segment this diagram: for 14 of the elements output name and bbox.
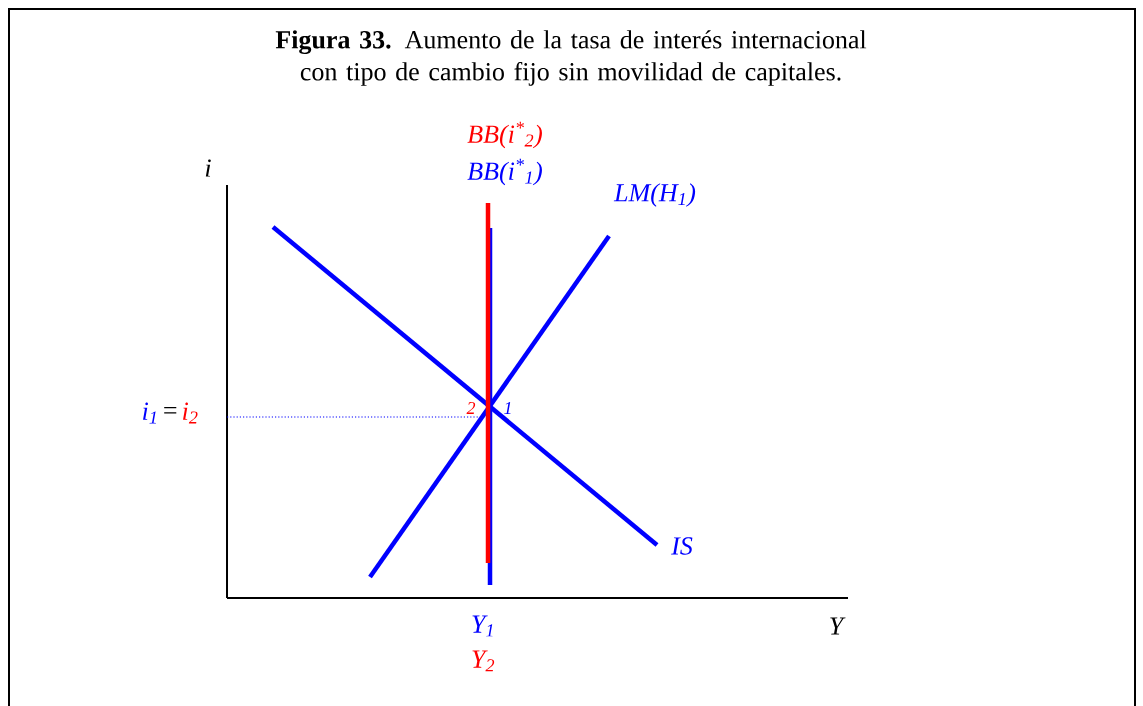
axis-value: i$_{1}$ — [143, 402, 156, 424]
axis-value: i$_{2}$ — [183, 402, 198, 424]
curve-label: BB(i$^{*}$$_{2}$) — [467, 121, 542, 149]
point-number: 1 — [504, 402, 511, 414]
equals-sign: = — [164, 407, 177, 414]
curve-label: BB(i$^{*}$$_{1}$) — [467, 158, 542, 186]
curve-label: IS — [671, 537, 693, 555]
curve-label: LM(H$_{1}$) — [613, 183, 696, 207]
axis-label: i — [205, 159, 211, 177]
title: Figura 33. Aumento de la tasa de interés internacional con tipo de cambio fijo sin movilidad de capitales. — [275, 30, 867, 86]
axis-value: Y$_{1}$ — [472, 615, 493, 637]
point-number: 2 — [466, 402, 476, 414]
axis-label: Y — [830, 617, 846, 635]
axis-value: Y$_{2}$ — [472, 650, 495, 672]
